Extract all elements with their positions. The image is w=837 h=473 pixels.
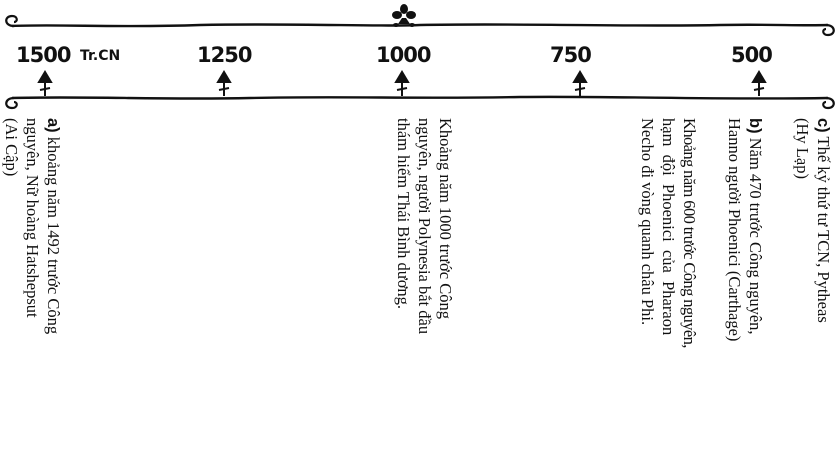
fleur-ornament (392, 4, 416, 27)
note-b-text-1: Năm 470 trước Công nguyên, (746, 138, 765, 335)
tick-label-1250: 1250 (197, 43, 252, 67)
note-c-text-1: Thế kỷ thứ tư TCN, Pytheas (814, 137, 833, 323)
top-rod (12, 24, 828, 26)
tick-label-1500: 1500 (16, 43, 71, 67)
bottom-rod (12, 97, 828, 99)
bottom-right-curl (823, 98, 834, 108)
bottom-left-curl (6, 98, 17, 108)
tick-label-500: 500 (731, 43, 772, 67)
arrow-1500 (39, 72, 51, 96)
arrow-500 (753, 72, 765, 96)
note-a-letter: a) (44, 118, 62, 133)
era-label: Tr.CN (80, 48, 120, 64)
arrow-1250 (218, 72, 230, 96)
arrow-750 (574, 72, 586, 96)
note-c-letter: c) (814, 118, 832, 133)
tick-label-1000: 1000 (376, 43, 431, 67)
top-right-curl (823, 25, 834, 35)
top-left-curl (6, 16, 17, 26)
tick-label-750: 750 (550, 43, 591, 67)
note-a-text-1: khoảng năm 1492 trước Công (44, 137, 63, 334)
arrow-1000 (396, 72, 408, 96)
note-b-letter: b) (746, 118, 764, 134)
